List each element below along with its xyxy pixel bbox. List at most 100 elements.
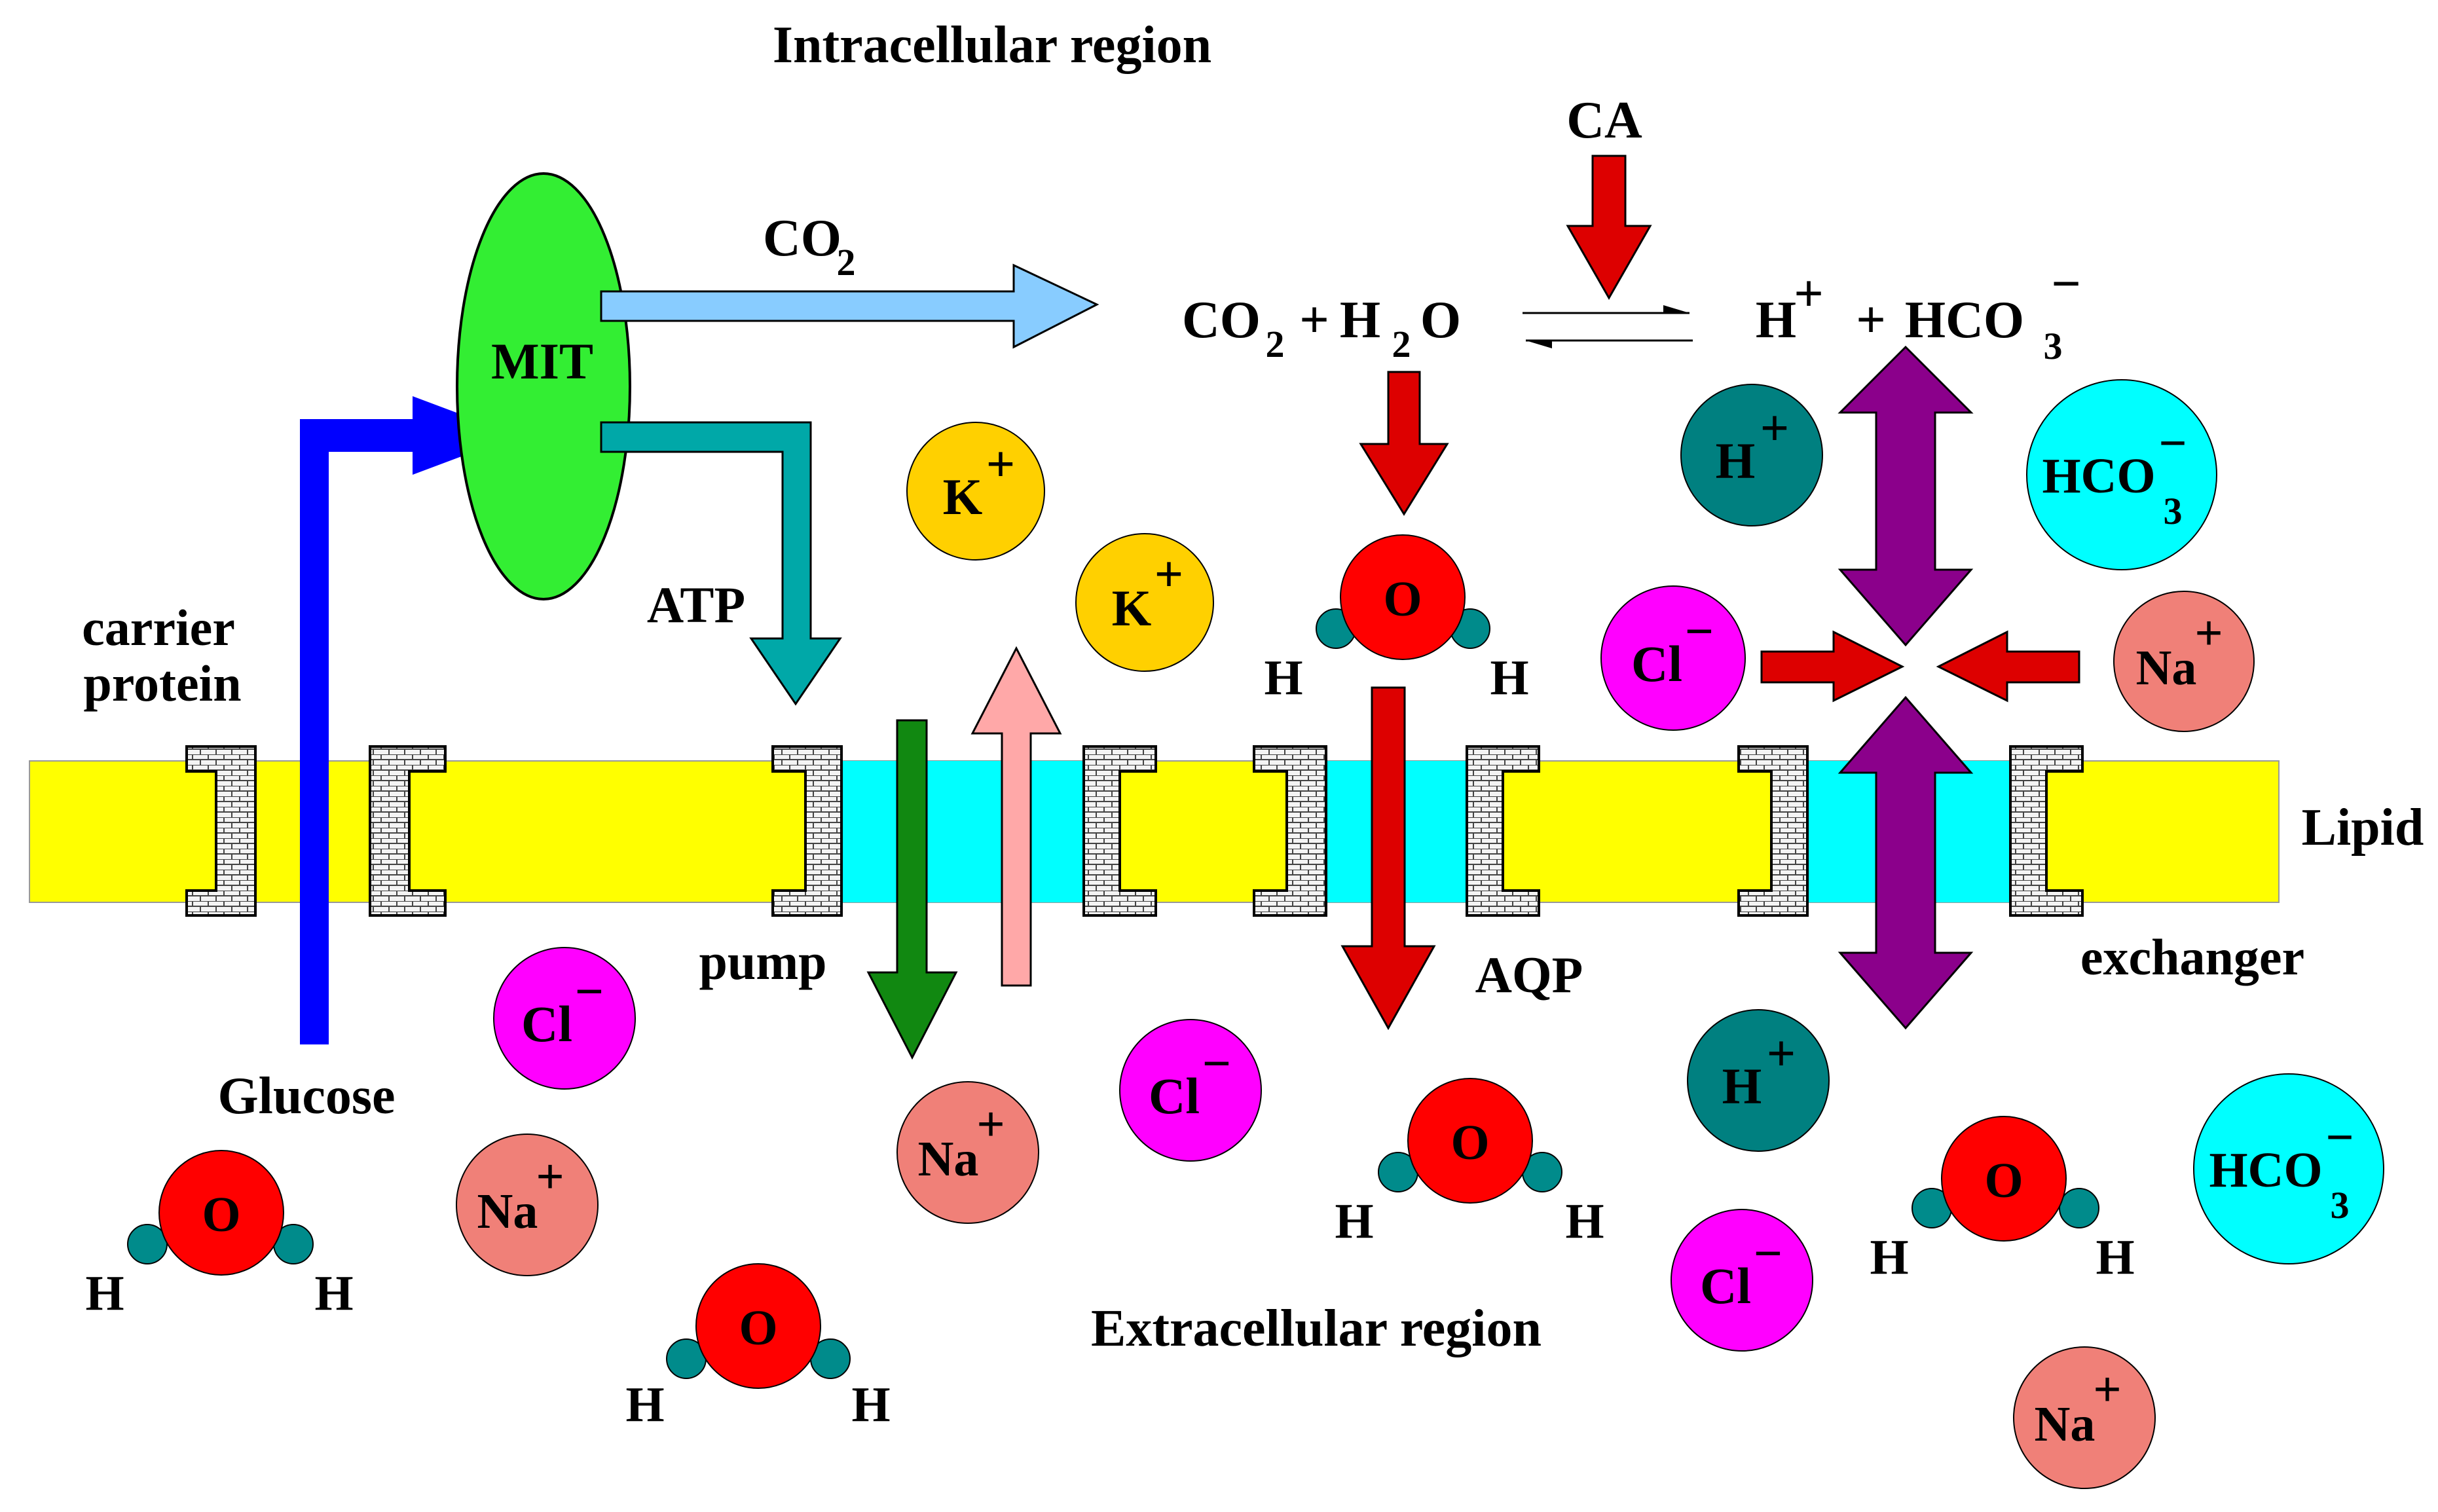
- svg-text:H: H: [1335, 1194, 1373, 1249]
- svg-text:+: +: [2194, 606, 2223, 661]
- exchanger-upper-double-arrow: [1838, 345, 1974, 647]
- extracellular-region-label: Extracellular region: [1091, 1300, 1542, 1357]
- eq-plus1: +: [1299, 291, 1329, 349]
- carrier-protein-right-wall: [369, 745, 447, 917]
- svg-text:+: +: [1767, 1025, 1796, 1082]
- na-ion: Na +: [456, 1134, 599, 1276]
- exchanger-lower-double-arrow: [1838, 695, 1974, 1030]
- svg-text:H: H: [85, 1266, 124, 1321]
- svg-text:Na: Na: [477, 1184, 538, 1239]
- svg-text:H: H: [2096, 1230, 2134, 1285]
- svg-text:K: K: [943, 468, 983, 525]
- ca-label: CA: [1566, 92, 1642, 149]
- svg-text:−: −: [2158, 416, 2187, 471]
- exchanger-cl-arrow: [1760, 630, 1905, 703]
- svg-text:O: O: [739, 1300, 777, 1355]
- pump-protein-right-wall: [1082, 745, 1157, 917]
- membrane-channel-band-pump: [815, 761, 1087, 902]
- eq-h-sub: 2: [1392, 323, 1411, 365]
- svg-text:2: 2: [837, 241, 856, 284]
- svg-text:H: H: [1565, 1194, 1604, 1249]
- svg-text:Cl: Cl: [521, 995, 572, 1052]
- carrier-protein-label-line1: carrier: [82, 599, 235, 656]
- eq-hco3-sup: −: [2051, 255, 2081, 313]
- aqp-protein-left-wall: [1253, 745, 1327, 917]
- exchanger-na-arrow: [1936, 630, 2080, 703]
- svg-text:Na: Na: [2136, 640, 2197, 695]
- eq-h: H: [1340, 291, 1380, 349]
- svg-text:Na: Na: [918, 1132, 979, 1187]
- atp-arrow: [600, 421, 842, 706]
- svg-text:H: H: [314, 1266, 353, 1321]
- aqp-label: AQP: [1475, 946, 1583, 1003]
- equilibrium-back-head: [1526, 341, 1552, 348]
- water-molecule: O H H: [1264, 534, 1529, 705]
- svg-text:3: 3: [2331, 1184, 2350, 1226]
- svg-text:CO: CO: [763, 210, 841, 267]
- reaction-equation: CO 2 + H 2 O H + + HCO 3 −: [1182, 255, 2081, 367]
- exchanger-protein-left-wall: [1737, 745, 1809, 917]
- eq-plus2: +: [1856, 291, 1886, 349]
- carrier-protein-label-line2: protein: [83, 655, 241, 712]
- aqp-protein-right-wall: [1466, 745, 1540, 917]
- water-molecule: O H H: [1335, 1078, 1604, 1249]
- na-ion: Na +: [2013, 1346, 2156, 1489]
- svg-text:−: −: [1685, 602, 1714, 659]
- co2-arrow: [600, 263, 1099, 349]
- svg-text:K: K: [1112, 580, 1152, 636]
- eq-co2: CO: [1182, 291, 1261, 349]
- water-formation-arrow: [1359, 371, 1449, 516]
- eq-h-ion-sup: +: [1794, 265, 1824, 323]
- svg-text:Cl: Cl: [1700, 1257, 1751, 1314]
- cl-ion: Cl −: [1671, 1209, 1813, 1352]
- svg-text:H: H: [1716, 432, 1756, 489]
- svg-text:3: 3: [2164, 490, 2183, 532]
- atp-label: ATP: [647, 576, 745, 633]
- svg-text:−: −: [2325, 1110, 2354, 1165]
- svg-text:−: −: [1202, 1035, 1231, 1092]
- carrier-protein-left-wall: [185, 745, 257, 917]
- intracellular-region-label: Intracellular region: [773, 16, 1211, 74]
- svg-text:+: +: [986, 435, 1015, 492]
- svg-text:+: +: [1154, 545, 1183, 602]
- equilibrium-forward-head: [1663, 305, 1690, 313]
- svg-text:O: O: [1984, 1153, 2023, 1208]
- svg-text:+: +: [2093, 1362, 2121, 1417]
- glucose-label: Glucose: [217, 1067, 395, 1125]
- eq-hco3-sub: 3: [2044, 325, 2063, 367]
- pump-inward-arrow: [970, 646, 1062, 987]
- svg-text:H: H: [625, 1377, 664, 1432]
- aqp-water-arrow: [1340, 686, 1436, 1031]
- svg-text:+: +: [536, 1149, 564, 1204]
- svg-text:Cl: Cl: [1631, 635, 1682, 692]
- svg-text:H: H: [1264, 650, 1302, 705]
- water-molecule: O H H: [85, 1150, 354, 1321]
- lipid-label: Lipid: [2302, 799, 2424, 857]
- hco3-ion: HCO 3 −: [2026, 379, 2217, 570]
- water-molecule: O H H: [1870, 1116, 2135, 1285]
- svg-text:H: H: [851, 1377, 890, 1432]
- eq-h-ion: H: [1756, 291, 1796, 349]
- ca-arrow: [1566, 155, 1652, 301]
- svg-text:−: −: [575, 963, 604, 1020]
- pump-protein-left-wall: [771, 745, 843, 917]
- na-ion: Na +: [2113, 591, 2255, 732]
- svg-text:O: O: [202, 1187, 240, 1242]
- svg-text:O: O: [1450, 1115, 1489, 1170]
- mit-label: MIT: [491, 333, 593, 390]
- eq-o: O: [1420, 291, 1461, 349]
- svg-text:+: +: [1760, 399, 1789, 456]
- h-ion: H +: [1687, 1009, 1830, 1152]
- svg-text:Cl: Cl: [1149, 1067, 1200, 1124]
- svg-text:H: H: [1722, 1058, 1762, 1115]
- exchanger-protein-right-wall: [2009, 745, 2084, 917]
- svg-text:Na: Na: [2035, 1397, 2096, 1452]
- eq-hco3: HCO: [1905, 291, 2024, 349]
- exchanger-label: exchanger: [2080, 929, 2304, 986]
- svg-text:H: H: [1870, 1230, 1908, 1285]
- water-molecule: O H H: [625, 1263, 891, 1432]
- svg-text:HCO: HCO: [2042, 449, 2155, 504]
- cl-ion: Cl −: [1119, 1019, 1262, 1162]
